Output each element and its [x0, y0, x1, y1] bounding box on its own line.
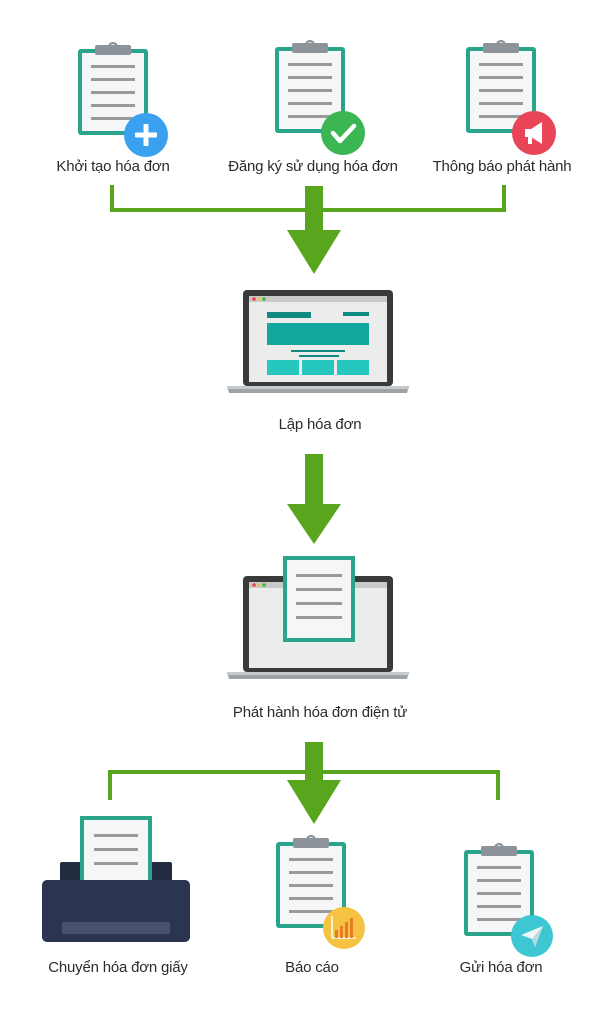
- create-invoice-label: Khởi tạo hóa đơn: [56, 158, 170, 175]
- check-icon: [321, 111, 365, 155]
- arrow-to-issue: [287, 454, 341, 544]
- arrow-to-laptop: [287, 186, 341, 274]
- send-invoice-label: Gửi hóa đơn: [459, 959, 543, 976]
- register-invoice-label: Đăng ký sử dụng hóa đơn: [228, 158, 398, 175]
- bar-chart-icon: [323, 907, 365, 949]
- document-icon: [283, 556, 355, 642]
- issue-invoice-label: Phát hành hóa đơn điện tử: [232, 704, 408, 721]
- announce-label: Thông báo phát hành: [432, 158, 572, 175]
- make-invoice-label: Lập hóa đơn: [278, 416, 362, 433]
- report-step: [274, 834, 365, 949]
- convert-paper-label: Chuyển hóa đơn giấy: [48, 959, 188, 976]
- report-label: Báo cáo: [285, 959, 339, 976]
- make-invoice-laptop: [227, 290, 409, 393]
- register-invoice-step: [273, 39, 365, 155]
- arrow-to-outputs: [287, 742, 341, 824]
- printer-icon: [42, 816, 190, 942]
- plus-icon: [124, 113, 168, 157]
- bottom-connector: [108, 770, 500, 800]
- send-step: [462, 842, 553, 957]
- create-invoice-step: [76, 41, 168, 157]
- megaphone-icon: [512, 111, 556, 155]
- paper-plane-icon: [511, 915, 553, 957]
- announce-step: [464, 39, 556, 155]
